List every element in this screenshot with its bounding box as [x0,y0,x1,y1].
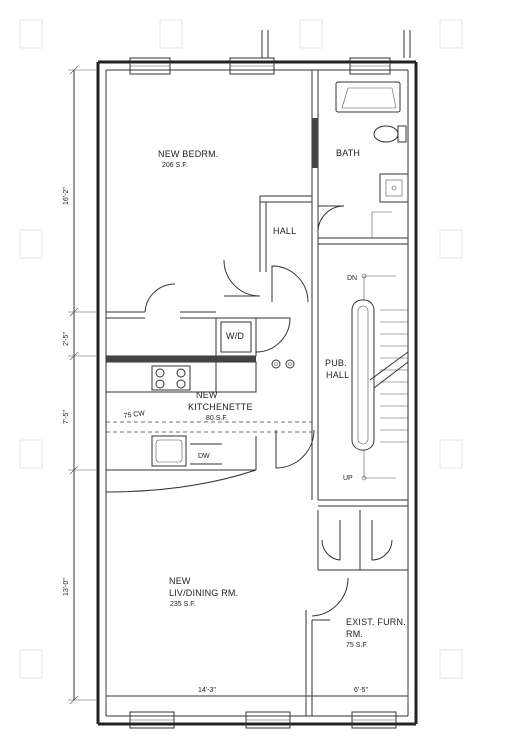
stair-labels: DN UP [343,275,357,482]
bedroom-area: 206 S.F. [162,162,188,169]
bath-fixtures [335,81,409,238]
dim-bottom-right: 6'-5" [354,687,368,694]
kitchen-sink [151,435,187,467]
exterior-posts [261,30,411,58]
dim-left-bottom: 13'-0" [63,578,70,596]
range-label: 75 CW [123,410,146,420]
room-labels: NEW BEDRM. 206 S.F. BATH HALL W/D NEW KI… [158,148,406,649]
interior-walls [106,70,408,716]
windows-top [129,57,391,75]
dim-left-kitchen: 7'-5" [63,410,70,424]
pub-hall-label: PUB. [325,358,347,368]
dimension-lines [68,65,409,705]
cooktop [151,365,191,391]
kitchen-fixtures [105,359,312,493]
hall-label: HALL [273,226,296,236]
dimension-labels: 16'-2" 2'-5" 7'-5" 13'-0" 14'-3" 6'-5" [63,187,368,694]
pub-hall-label-2: HALL [326,370,349,380]
bathtub [335,81,401,113]
doors [144,205,393,617]
furn-room-label-2: RM. [346,629,363,639]
wd-label: W/D [226,331,244,341]
fixture-circle-right [285,359,295,369]
stair-up-label: UP [343,475,353,482]
watermark-pattern [19,19,463,679]
bath-sink [379,173,409,203]
kitchen-label-2: KITCHENETTE [188,402,253,412]
appliance-labels: DW 75 CW [123,410,210,460]
fixture-circle-left [271,359,281,369]
dim-left-mid: 2'-5" [63,332,70,346]
living-label-2: LIV/DINING RM. [169,588,238,598]
exterior-walls [96,60,418,726]
bath-label: BATH [336,148,360,158]
dim-bottom-left: 14'-3" [198,687,216,694]
stair-down-label: DN [347,275,357,282]
stair [351,273,409,481]
living-area: 235 S.F. [170,601,196,608]
dishwasher-label: DW [198,453,210,460]
furn-room-area: 75 S.F. [346,642,368,649]
kitchen-area: 80 S.F. [206,415,228,422]
windows-bottom [129,711,397,729]
dim-left-top: 16'-2" [63,187,70,205]
bedroom-label: NEW BEDRM. [158,149,219,159]
living-label: NEW [169,576,191,586]
furn-room-label: EXIST. FURN. [346,617,406,627]
toilet [373,125,399,143]
kitchen-label: NEW [196,390,218,400]
